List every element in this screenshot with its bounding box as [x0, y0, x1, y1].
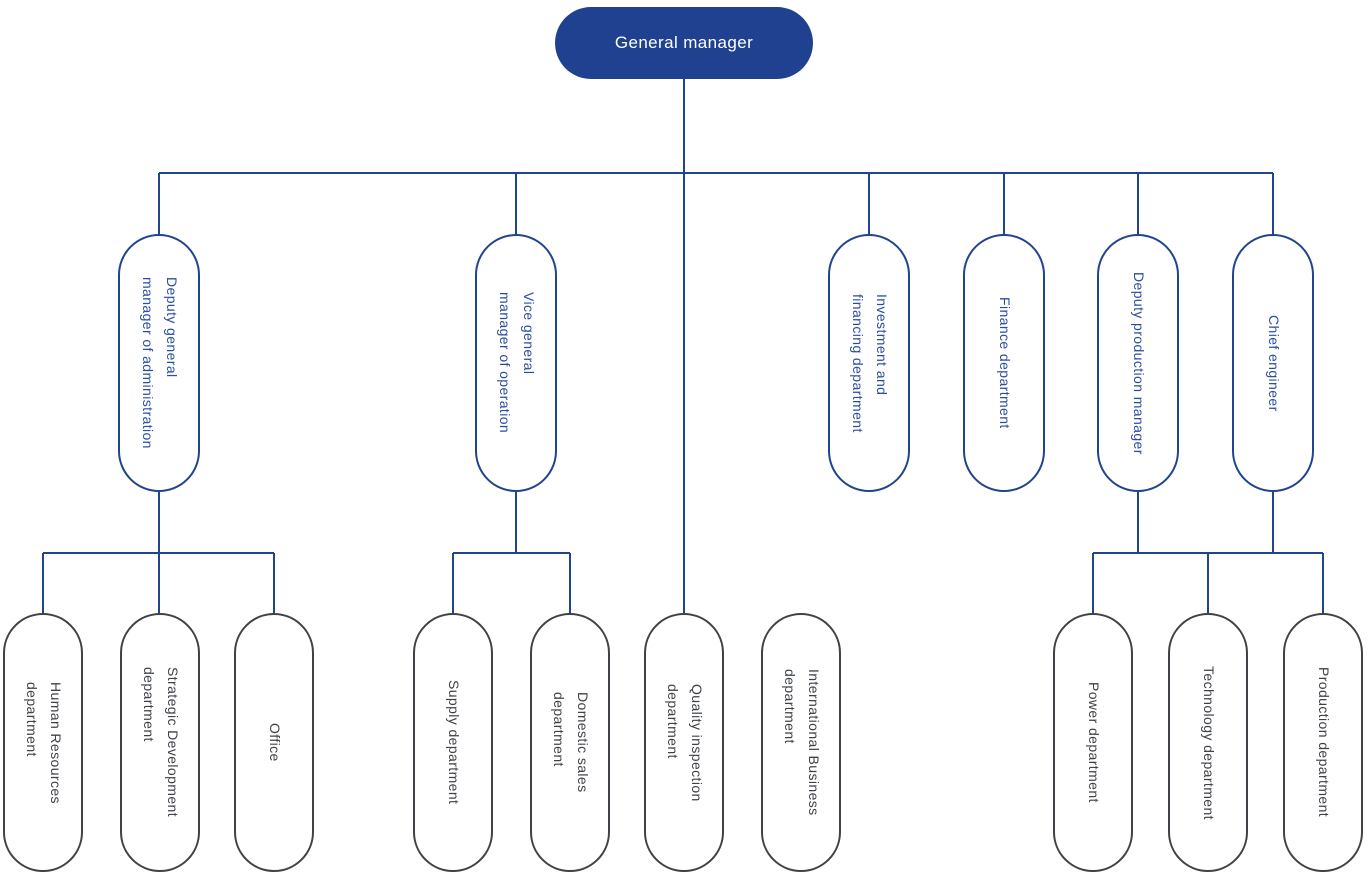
node-investment-and-financing-department[interactable]: Investment and financing department — [828, 234, 910, 492]
node-label: Strategic Development department — [141, 667, 181, 818]
node-label: Supply department — [445, 680, 462, 805]
node-deputy-general-manager-of-administration[interactable]: Deputy general manager of administration — [118, 234, 200, 492]
node-chief-engineer[interactable]: Chief engineer — [1232, 234, 1314, 492]
node-label: Vice general manager of operation — [497, 292, 537, 434]
node-international-business-department[interactable]: International Business department — [761, 613, 841, 872]
connector-group-production — [1092, 492, 1324, 613]
node-label: Deputy production manager — [1130, 271, 1147, 455]
node-label: Office — [266, 723, 283, 762]
node-label: Domestic sales department — [551, 692, 591, 793]
node-power-department[interactable]: Power department — [1053, 613, 1133, 872]
node-label: Finance department — [996, 297, 1013, 429]
node-label: Quality inspection department — [665, 683, 705, 802]
node-vice-general-manager-of-operation[interactable]: Vice general manager of operation — [475, 234, 557, 492]
node-office[interactable]: Office — [234, 613, 314, 872]
node-label: Human Resources department — [24, 681, 64, 804]
connector-group-administration — [42, 492, 275, 613]
node-human-resources-department[interactable]: Human Resources department — [3, 613, 83, 872]
node-label: General manager — [614, 33, 754, 52]
node-deputy-production-manager[interactable]: Deputy production manager — [1097, 234, 1179, 492]
node-label: Investment and financing department — [850, 293, 890, 433]
node-strategic-development-department[interactable]: Strategic Development department — [120, 613, 200, 872]
node-general-manager[interactable]: General manager — [555, 7, 813, 79]
node-label: Power department — [1085, 682, 1102, 803]
node-technology-department[interactable]: Technology department — [1168, 613, 1248, 872]
node-label: Deputy general manager of administration — [140, 277, 180, 449]
node-domestic-sales-department[interactable]: Domestic sales department — [530, 613, 610, 872]
node-label: Chief engineer — [1265, 314, 1282, 412]
node-label: International Business department — [782, 669, 822, 816]
node-supply-department[interactable]: Supply department — [413, 613, 493, 872]
node-label: Technology department — [1200, 665, 1217, 820]
node-finance-department[interactable]: Finance department — [963, 234, 1045, 492]
node-production-department[interactable]: Production department — [1283, 613, 1363, 872]
node-quality-inspection-department[interactable]: Quality inspection department — [644, 613, 724, 872]
connector-group-operation — [452, 492, 571, 613]
node-label: Production department — [1315, 667, 1332, 818]
connector-level2-drops — [158, 173, 1274, 235]
